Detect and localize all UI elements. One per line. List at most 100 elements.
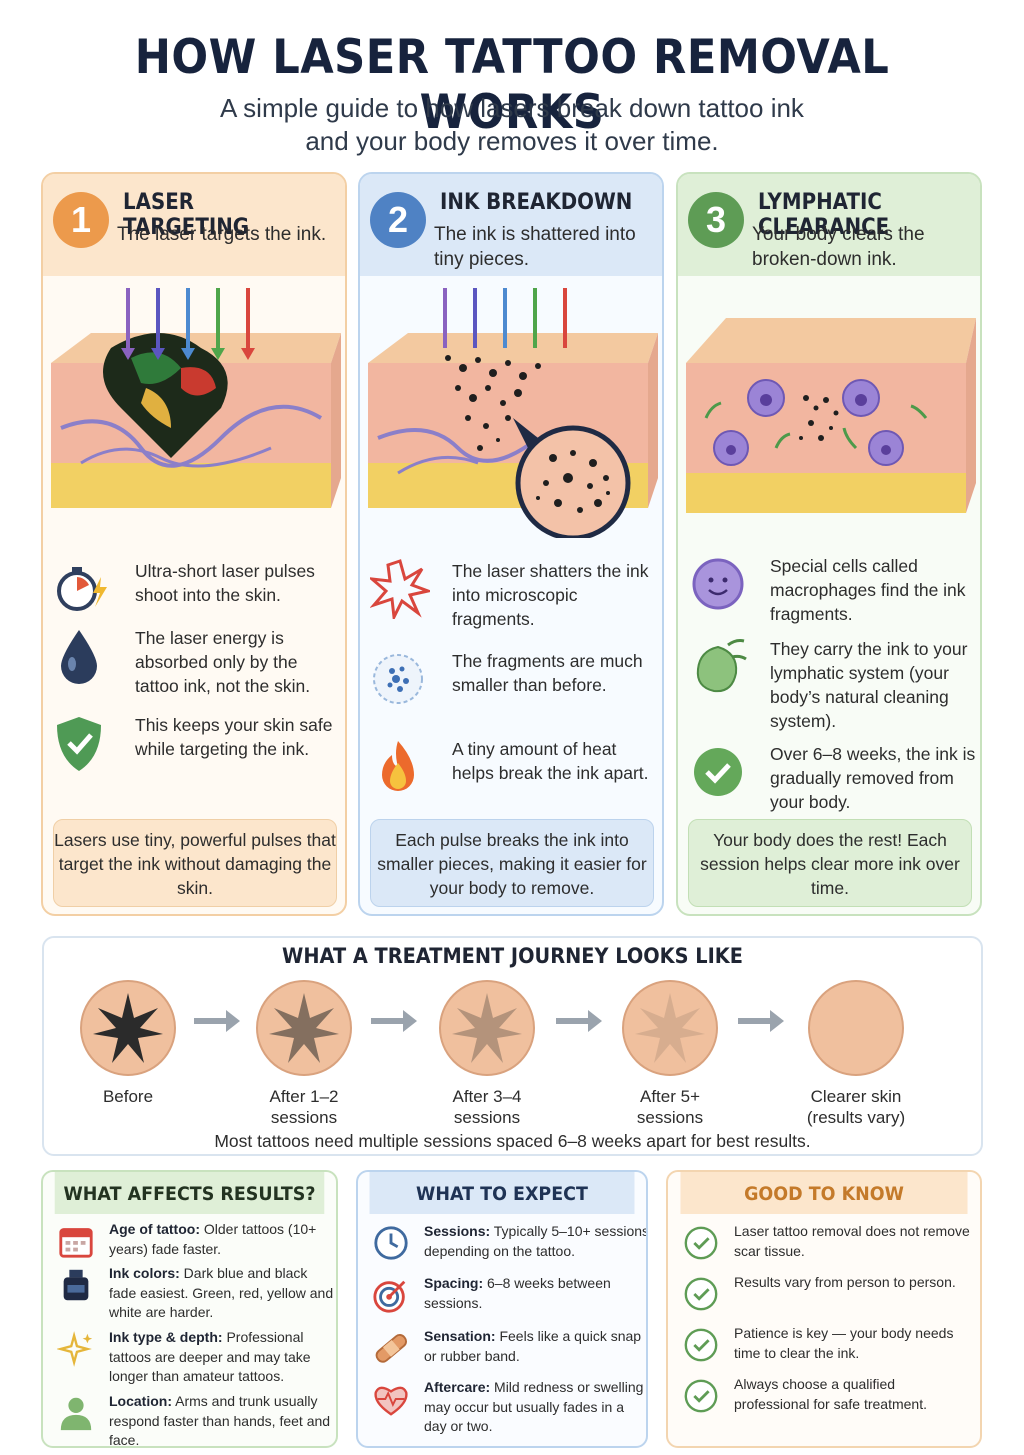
skin-laser-illustration	[51, 288, 341, 508]
step-card-laser-targeting: 1 LASER TARGETING The laser targets the …	[41, 172, 347, 916]
step-note: Lasers use tiny, powerful pulses that ta…	[53, 819, 337, 907]
item-text: Mild redness or swelling may occur but u…	[424, 1379, 644, 1434]
stage-label: After 5+ sessions	[636, 1087, 704, 1127]
item-text: Feels like a quick snap or rubber band.	[424, 1328, 642, 1364]
flame-icon	[382, 741, 414, 791]
item-text: Typically 5–10+ sessions depending on th…	[424, 1223, 648, 1259]
step-header: 3 LYMPHATIC CLEARANCE Your body clears t…	[678, 174, 980, 276]
box-title: WHAT AFFECTS RESULTS?	[54, 1172, 325, 1214]
step-subtitle: Your body clears the broken-down ink.	[752, 224, 925, 270]
item-text: 6–8 weeks between sessions.	[424, 1275, 611, 1311]
journey-footer: Most tattoos need multiple sessions spac…	[214, 1131, 811, 1151]
item-label: Aftercare:	[424, 1379, 491, 1395]
ink-drop-icon	[61, 630, 97, 684]
stage-label: Clearer skin (results vary)	[806, 1087, 906, 1127]
heart-pulse-icon	[374, 1386, 408, 1416]
arrow-right-icon	[194, 1010, 240, 1032]
page-subtitle: A simple guide to how lasers break down …	[0, 92, 1024, 158]
stopwatch-lightning-icon	[57, 567, 107, 611]
stage-label: After 3–4 sessions	[452, 1087, 522, 1127]
feature-item: Special cells called macrophages find th…	[688, 554, 978, 634]
step-number: 1	[53, 192, 109, 248]
step-card-ink-breakdown: 2 INK BREAKDOWN The ink is shattered int…	[358, 172, 664, 916]
step-title: INK BREAKDOWN	[440, 190, 633, 215]
tattoo-star-mark	[93, 993, 163, 1063]
item-text: Patience is key — your body needs time t…	[734, 1325, 954, 1361]
feature-text: They carry the ink to your lymphatic sys…	[770, 639, 968, 731]
step-number: 3	[688, 192, 744, 248]
item-label: Sensation:	[424, 1328, 496, 1344]
feature-item: They carry the ink to your lymphatic sys…	[688, 637, 978, 731]
item-label: Ink colors:	[109, 1265, 180, 1281]
subtitle-line-2: and your body removes it over time.	[305, 126, 719, 156]
item-text: Older tattoos (10+ years) fade faster.	[109, 1221, 317, 1257]
skin-circle	[808, 980, 904, 1076]
shield-check-icon	[57, 717, 101, 771]
tattoo-star-mark	[452, 993, 522, 1063]
item-text: Always choose a qualified professional f…	[734, 1376, 927, 1412]
step-note: Your body does the rest! Each session he…	[688, 819, 972, 907]
tattoo-star-mark	[269, 993, 339, 1063]
skin-circle	[439, 980, 535, 1076]
arrow-right-icon	[738, 1010, 784, 1032]
item-label: Sessions:	[424, 1223, 491, 1239]
arrow-right-icon	[371, 1010, 417, 1032]
box-title: WHAT TO EXPECT	[369, 1172, 635, 1214]
step-title: LYMPHATIC CLEARANCE	[758, 190, 890, 240]
skin-circle	[80, 980, 176, 1076]
subtitle-line-1: A simple guide to how lasers break down …	[220, 93, 804, 123]
feature-text: This keeps your skin safe while targetin…	[135, 715, 333, 759]
feature-item: The laser shatters the ink into microsco…	[370, 559, 660, 639]
ink-breakdown-illustration	[368, 288, 658, 538]
item-text: Arms and trunk usually respond faster th…	[109, 1393, 331, 1448]
check-circle-icon	[694, 748, 742, 796]
treatment-journey: WHAT A TREATMENT JOURNEY LOOKS LIKE Befo…	[42, 936, 983, 1156]
step-number: 2	[370, 192, 426, 248]
feature-text: Over 6–8 weeks, the ink is gradually rem…	[770, 744, 976, 812]
what-affects-results-box: WHAT AFFECTS RESULTS? Age of tattoo: Old…	[41, 1170, 338, 1448]
ink-bottle-icon	[63, 1269, 89, 1301]
step-subtitle: The ink is shattered into tiny pieces.	[434, 224, 636, 270]
item-label: Ink type & depth:	[109, 1329, 223, 1345]
stage-label: After 1–2 sessions	[269, 1087, 339, 1127]
item-label: Age of tattoo:	[109, 1221, 200, 1237]
step-card-lymphatic-clearance: 3 LYMPHATIC CLEARANCE Your body clears t…	[676, 172, 982, 916]
feature-text: The laser shatters the ink into microsco…	[452, 561, 649, 629]
check-circle-icon	[684, 1226, 718, 1260]
feature-item: The laser energy is absorbed only by the…	[53, 626, 343, 706]
check-circle-icon	[684, 1379, 718, 1413]
journey-stage: After 5+ sessions	[610, 978, 730, 1128]
check-circle-icon	[684, 1328, 718, 1362]
target-icon	[373, 1280, 406, 1313]
macrophage-icon	[692, 558, 744, 610]
stage-label: Before	[102, 1087, 154, 1106]
page-title: HOW LASER TATTOO REMOVAL WORKS	[134, 30, 890, 140]
journey-stage: After 1–2 sessions	[244, 978, 364, 1128]
step-note: Each pulse breaks the ink into smaller p…	[370, 819, 654, 907]
skin-circle	[622, 980, 718, 1076]
step-header: 2 INK BREAKDOWN The ink is shattered int…	[360, 174, 662, 276]
fragments-icon	[373, 654, 423, 704]
box-title: GOOD TO KNOW	[680, 1172, 968, 1214]
journey-stage: Clearer skin (results vary)	[796, 978, 916, 1128]
feature-text: The fragments are much smaller than befo…	[452, 651, 643, 695]
tattoo-star-mark	[635, 993, 705, 1063]
journey-stage: Before	[68, 978, 188, 1107]
arrow-right-icon	[556, 1010, 602, 1032]
good-to-know-box: GOOD TO KNOW Laser tattoo removal does n…	[666, 1170, 982, 1448]
check-circle-icon	[684, 1277, 718, 1311]
feature-item: A tiny amount of heat helps break the in…	[370, 737, 660, 817]
bandage-icon	[375, 1334, 407, 1363]
feature-item: Over 6–8 weeks, the ink is gradually rem…	[688, 742, 978, 822]
lymphatic-illustration	[686, 318, 976, 513]
item-label: Location:	[109, 1393, 172, 1409]
step-header: 1 LASER TARGETING The laser targets the …	[43, 174, 345, 276]
lymph-node-icon	[696, 639, 747, 693]
feature-item: Ultra-short laser pulses shoot into the …	[53, 559, 343, 639]
item-text: Results vary from person to person.	[734, 1274, 956, 1290]
item-text: Professional tattoos are deeper and may …	[109, 1329, 311, 1384]
item-text: Laser tattoo removal does not remove sca…	[734, 1223, 970, 1259]
item-text: Dark blue and black fade easiest. Green,…	[109, 1265, 334, 1320]
feature-text: Special cells called macrophages find th…	[770, 556, 966, 624]
step-subtitle: The laser targets the ink.	[117, 224, 327, 245]
